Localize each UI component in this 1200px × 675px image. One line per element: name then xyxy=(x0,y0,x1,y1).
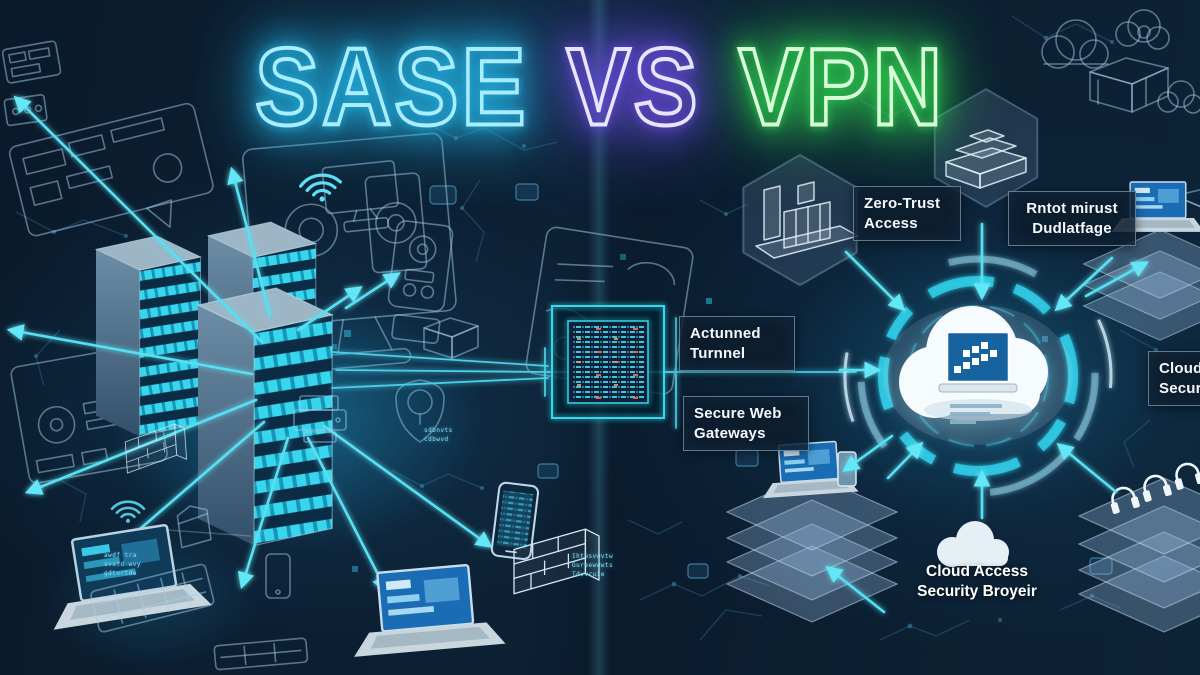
label-cloud-access-security-broker: Cloud Access Security Broyeir xyxy=(917,563,1037,601)
inward-arrows xyxy=(825,222,1149,614)
microtext-annotation: sdbnvts cdbwvd xyxy=(424,427,453,443)
server-rack-icon xyxy=(197,287,333,547)
keyboard-icon xyxy=(213,637,309,671)
label-secure-web-gateways: Secure Web Gateways xyxy=(683,396,809,451)
microtext-annotation: awdf tra svatd wvy gdtvrtde xyxy=(104,552,142,577)
printer-icon xyxy=(293,395,347,443)
building-icon xyxy=(755,181,859,259)
code-tunnel-icon xyxy=(551,305,665,419)
smartphone-outline-icon xyxy=(265,553,291,599)
label-tunnel: Actunned Turnnel xyxy=(679,316,795,371)
ui-chip-icon xyxy=(1,40,62,84)
laptop-screen-icon xyxy=(945,330,1011,384)
decor-top-right xyxy=(1041,9,1200,230)
wifi-icon xyxy=(298,171,344,206)
microtext-annotation: Ihtwsvwvtw Gureewwwts Tdvvruie xyxy=(572,553,614,578)
small-monitor-icon xyxy=(321,160,399,233)
folder-icon xyxy=(176,505,212,549)
secure-device-icon xyxy=(387,220,454,345)
server-rack-cluster xyxy=(95,221,333,547)
cloud-outline-icon xyxy=(1115,9,1170,50)
label-zero-trust-access: Zero-Trust Access xyxy=(853,186,961,241)
building-icon xyxy=(945,129,1027,189)
cloud-outline-icon xyxy=(1041,19,1109,69)
label-cloud-security: Cloud A Security xyxy=(1148,351,1200,406)
wifi-icon xyxy=(110,500,146,525)
cloud-icon xyxy=(883,305,1073,445)
router-box-icon xyxy=(423,317,479,359)
laptop-icon xyxy=(345,561,507,659)
label-garbled-tech: Rntot mirust Dudlatfage xyxy=(1008,191,1136,246)
keyboard-icon xyxy=(90,563,215,633)
speech-bubble-icon xyxy=(8,102,214,237)
casb-cloud-icon xyxy=(937,521,1009,567)
iso-box-icon xyxy=(1089,57,1169,113)
